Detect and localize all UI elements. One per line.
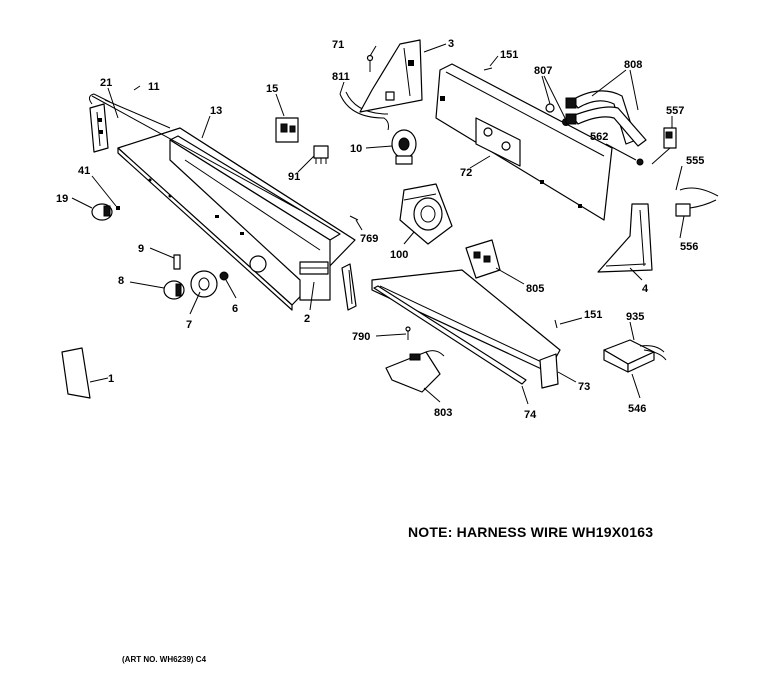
part-7-dial — [190, 270, 218, 298]
art-number: (ART NO. WH6239) C4 — [122, 655, 207, 664]
harness-wire-note: NOTE: HARNESS WIRE WH19X0163 — [408, 524, 654, 540]
part-71-screw — [366, 54, 374, 72]
part-72-rear-panel — [435, 63, 613, 221]
part-91-connector — [313, 145, 329, 164]
part-805-switch — [465, 239, 501, 279]
part-15-switch — [275, 117, 299, 143]
part-151a-screw — [483, 67, 493, 71]
part-10-valve — [391, 129, 417, 165]
label-71: 71 — [332, 39, 344, 51]
label-21: 21 — [100, 77, 112, 89]
part-556-plug — [675, 199, 717, 217]
label-100: 100 — [390, 249, 408, 261]
part-4-bracket — [597, 203, 653, 273]
label-15: 15 — [266, 83, 278, 95]
part-73-rail — [371, 269, 561, 389]
label-556: 556 — [680, 241, 698, 253]
label-19: 19 — [56, 193, 68, 205]
part-6-spring — [219, 271, 229, 281]
label-803: 803 — [434, 407, 452, 419]
label-1: 1 — [108, 373, 114, 385]
label-807: 807 — [534, 65, 552, 77]
leader-lines — [71, 43, 685, 405]
part-562-clip — [636, 158, 644, 166]
label-562: 562 — [590, 131, 608, 143]
label-808: 808 — [624, 59, 642, 71]
label-555: 555 — [686, 155, 704, 167]
part-3-bracket — [359, 39, 423, 113]
label-10: 10 — [350, 143, 362, 155]
label-41: 41 — [78, 165, 90, 177]
part-9-pin — [173, 254, 181, 270]
part-19-knob — [91, 203, 113, 221]
part-labels: 71 3 151 807 808 811 21 11 15 13 10 557 … — [56, 38, 704, 421]
label-91: 91 — [288, 171, 300, 183]
label-790: 790 — [352, 331, 370, 343]
label-546: 546 — [628, 403, 646, 415]
part-769-screw — [349, 215, 359, 221]
part-808-hoses — [565, 90, 647, 147]
label-7: 7 — [186, 319, 192, 331]
part-100-timer — [399, 183, 453, 245]
label-8: 8 — [118, 275, 124, 287]
part-546-terminal-block — [603, 339, 667, 373]
label-72: 72 — [460, 167, 472, 179]
label-557: 557 — [666, 105, 684, 117]
label-3: 3 — [448, 38, 454, 50]
part-151b-screw — [554, 319, 558, 329]
label-4: 4 — [642, 283, 649, 295]
label-935: 935 — [626, 311, 644, 323]
part-1-manual — [61, 347, 91, 399]
part-803-clip — [385, 350, 445, 393]
label-151a: 151 — [500, 49, 518, 61]
part-557-sensor — [651, 127, 677, 165]
part-555-cord — [679, 187, 719, 197]
part-790-screw — [405, 326, 411, 340]
label-805: 805 — [526, 283, 544, 295]
label-73: 73 — [578, 381, 590, 393]
part-807-washer-a — [545, 103, 555, 113]
label-11: 11 — [148, 81, 160, 93]
part-21-bracket — [88, 93, 111, 153]
label-74: 74 — [524, 409, 537, 421]
label-13: 13 — [210, 105, 222, 117]
label-811: 811 — [332, 71, 350, 83]
part-8-knob — [163, 280, 185, 300]
part-74-strip — [373, 285, 527, 385]
label-2: 2 — [304, 313, 310, 325]
label-6: 6 — [232, 303, 238, 315]
label-151b: 151 — [584, 309, 602, 321]
label-9: 9 — [138, 243, 144, 255]
part-41-clip — [116, 206, 120, 210]
label-769: 769 — [360, 233, 378, 245]
part-end-cap — [341, 263, 357, 311]
